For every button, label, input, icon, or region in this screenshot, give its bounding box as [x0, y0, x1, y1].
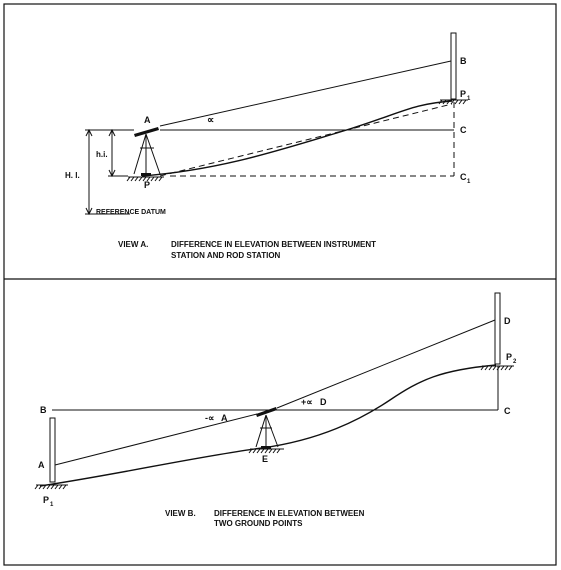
label-d-mid: D [320, 397, 327, 407]
caption-b-title: VIEW B. [165, 509, 196, 518]
line-of-sight-a-b [159, 60, 452, 127]
outer-frame [3, 3, 557, 566]
label-a-view-b: A [38, 460, 45, 470]
instrument-a [133, 127, 161, 176]
label-c-view-b: C [504, 406, 511, 416]
rod-b [450, 32, 457, 100]
label-p1-sub-view-b: 1 [50, 502, 54, 508]
label-a: A [144, 115, 151, 125]
dashed-line-p-p1 [159, 103, 453, 177]
label-a-mid: A [221, 413, 228, 423]
label-p1-view-b: P [43, 495, 49, 505]
ground-hatch-p2 [480, 365, 514, 371]
rod-d [494, 292, 501, 365]
label-p2-sub: 2 [513, 359, 517, 365]
backsight-line [54, 413, 258, 466]
label-reference-datum: REFERENCE DATUM [96, 209, 166, 216]
foresight-line [276, 319, 496, 409]
dimension-lines [85, 128, 134, 216]
ground-profile-a [141, 100, 453, 177]
label-p: P [144, 180, 150, 190]
rod-a [49, 417, 56, 483]
label-b-view-b: B [40, 405, 47, 415]
label-alpha: ∝ [207, 115, 214, 126]
label-p1-sub: 1 [467, 96, 471, 102]
view-b: B A P 1 -∝ A +∝ D D P 2 C E VIEW B. DIFF… [34, 292, 517, 528]
label-c: C [460, 125, 467, 135]
ground-hatch-p1-b [34, 484, 68, 490]
ground-profile-b [39, 364, 497, 487]
label-p1: P [460, 89, 466, 99]
caption-a-line2: STATION AND ROD STATION [171, 251, 281, 260]
label-d: D [504, 316, 511, 326]
instrument-e [255, 407, 279, 449]
label-HI: H. I. [65, 171, 80, 180]
label-c1-sub: 1 [467, 179, 471, 185]
caption-b-line2: TWO GROUND POINTS [214, 519, 303, 528]
view-a: A B P 1 C C 1 P ∝ h.i. H. I. REFERENCE D… [65, 32, 471, 260]
label-e: E [262, 454, 268, 464]
ground-hatch-e [248, 448, 284, 454]
caption-a-line1: DIFFERENCE IN ELEVATION BETWEEN INSTRUME… [171, 240, 376, 249]
label-b: B [460, 56, 467, 66]
label-hi: h.i. [96, 150, 108, 159]
label-c1: C [460, 172, 467, 182]
label-p2: P [506, 352, 512, 362]
label-pos-alpha: +∝ [301, 397, 313, 407]
ground-hatch-p [126, 176, 164, 182]
label-neg-alpha: -∝ [205, 413, 214, 423]
ground-hatch-p1 [438, 99, 468, 105]
caption-a-title: VIEW A. [118, 240, 148, 249]
caption-b-line1: DIFFERENCE IN ELEVATION BETWEEN [214, 509, 365, 518]
